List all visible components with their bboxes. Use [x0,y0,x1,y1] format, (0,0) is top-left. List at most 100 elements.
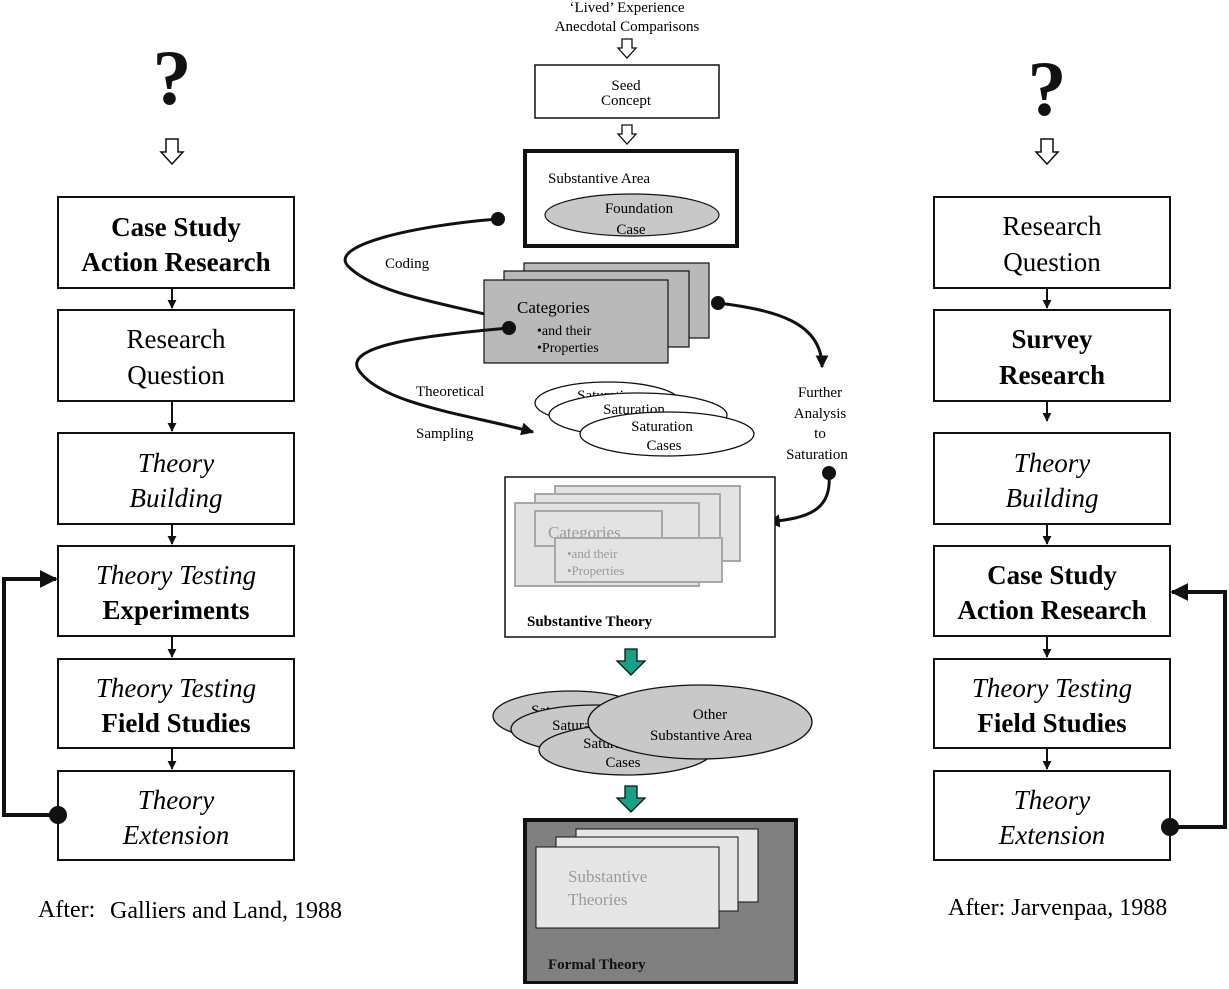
right-box-6-line-2: Extension [998,820,1105,850]
center-column: ‘Lived’ Experience Anecdotal Comparisons… [343,0,848,985]
further-label: Further [798,385,842,401]
anecdotal-comparisons-label: Anecdotal Comparisons [555,19,700,35]
right-box-theory-building: Theory Building [933,432,1171,525]
right-question-mark: ? [1028,45,1067,132]
right-box-4-line-1: Case Study [987,560,1117,590]
coding-curve-arrow [343,217,510,324]
concept-label: Concept [601,93,652,109]
lived-experience-label: ‘Lived’ Experience [569,0,684,16]
category-cards-stack: Categories •and their •Properties [483,262,710,364]
and-their-label: •and their [537,324,592,339]
saturation-target-label: Saturation [786,447,848,463]
left-box-5-line-2: Field Studies [101,708,250,738]
center-hollow-arrow-icon-2 [616,124,638,145]
left-box-1-line-1: Case Study [111,212,241,242]
faded-and-their-label: •and their [567,546,618,561]
left-hollow-arrow-icon [159,138,185,166]
to-label: to [814,426,826,442]
left-box-theory-building: Theory Building [57,432,295,525]
left-box-theory-testing-field: Theory Testing Field Studies [57,658,295,749]
left-box-4-line-1: Theory Testing [96,560,256,590]
other-substantive-area-ellipse [587,684,813,760]
left-box-2-line-1: Research [127,324,226,354]
center-hollow-arrow-icon-1 [616,38,638,59]
further-analysis-origin-dot [711,296,725,310]
left-box-theory-extension: Theory Extension [57,770,295,861]
properties-label: •Properties [537,341,599,356]
left-box-6-line-1: Theory [138,785,215,815]
left-box-case-study: Case Study Action Research [57,196,295,289]
right-box-6-line-1: Theory [1014,785,1091,815]
substantive-area-box: Substantive Area Foundation Case [523,149,739,248]
faded-properties-label: •Properties [567,563,624,578]
right-feedback-loop-arrow [1170,583,1227,829]
substantive-theory-label: Substantive Theory [527,614,653,630]
seed-label: Seed [611,78,641,94]
theoretical-sampling-curve-arrow [355,326,535,436]
category-card-front [483,279,669,364]
substantive-area-label: Substantive Area [548,171,650,187]
lower-saturation-cases-label-2: Cases [606,755,641,771]
formal-theory-label: Formal Theory [548,957,646,973]
right-box-5-line-1: Theory Testing [972,673,1132,703]
foundation-case-ellipse [544,193,720,237]
left-box-4-line-2: Experiments [103,595,250,625]
right-box-5-line-2: Field Studies [977,708,1126,738]
right-box-3-line-1: Theory [1014,448,1091,478]
left-loop-origin-dot [49,806,67,824]
seed-concept-box: Seed Concept [534,64,720,119]
left-box-theory-testing-experiments: Theory Testing Experiments [57,545,295,637]
right-box-research-question: Research Question [933,196,1171,289]
right-box-1-line-1: Research [1003,211,1102,241]
right-box-2-line-2: Research [999,360,1105,390]
right-loop-origin-dot [1161,818,1179,836]
right-column: ? Research Question Survey Research Theo… [933,45,1227,921]
left-box-6-line-2: Extension [122,820,229,850]
right-box-theory-extension: Theory Extension [933,770,1171,861]
formal-theory-box: Substantive Theories Formal Theory [523,818,798,985]
left-box-research-question: Research Question [57,309,295,402]
coding-origin-dot [491,212,505,226]
analysis-label: Analysis [794,406,847,422]
right-box-case-study: Case Study Action Research [933,545,1171,637]
sampling-origin-dot [502,321,516,335]
right-after-citation: After: Jarvenpaa, 1988 [948,895,1167,921]
lower-ellipse-cluster: Saturation Saturation Saturation Cases O… [492,684,813,776]
right-box-3-line-2: Building [1006,483,1099,513]
right-box-2-line-1: Survey [1012,324,1094,354]
right-box-4-line-2: Action Research [957,595,1146,625]
saturation-origin-dot [822,466,836,480]
substantive-theories-label-1: Substantive [568,867,647,886]
foundation-label: Foundation [605,201,674,217]
teal-arrow-icon-2 [615,785,647,813]
teal-arrow-icon-1 [615,648,647,676]
theoretical-label: Theoretical [416,384,484,400]
left-after-prefix: After: [38,897,95,923]
saturation-cases-label-2: Cases [647,438,682,454]
substantive-area-other-label: Substantive Area [650,728,752,744]
left-box-3-line-2: Building [130,483,223,513]
substantive-theories-card [535,846,720,929]
substantive-theory-box: Categories •and their •Properties Substa… [504,476,776,638]
left-after-citation: Galliers and Land, 1988 [110,898,342,924]
left-question-mark: ? [153,34,192,121]
sampling-label: Sampling [416,426,474,442]
substantive-theories-label-2: Theories [568,890,627,909]
left-box-2-line-2: Question [127,360,225,390]
categories-label: Categories [517,298,590,317]
right-box-theory-testing-field: Theory Testing Field Studies [933,658,1171,749]
left-feedback-loop-arrow [2,570,58,817]
right-hollow-arrow-icon [1034,138,1060,166]
right-box-survey-research: Survey Research [933,309,1171,402]
other-label: Other [693,707,727,723]
further-analysis-arrow-in [766,472,831,528]
saturation-ellipses: Saturation Saturation Saturation Cases [534,381,755,457]
saturation-cases-label-1: Saturation [631,419,693,435]
further-analysis-arrow-down [717,301,829,369]
case-label: Case [616,222,646,238]
coding-label: Coding [385,256,430,272]
right-box-1-line-2: Question [1003,247,1101,277]
left-box-1-line-2: Action Research [81,247,270,277]
